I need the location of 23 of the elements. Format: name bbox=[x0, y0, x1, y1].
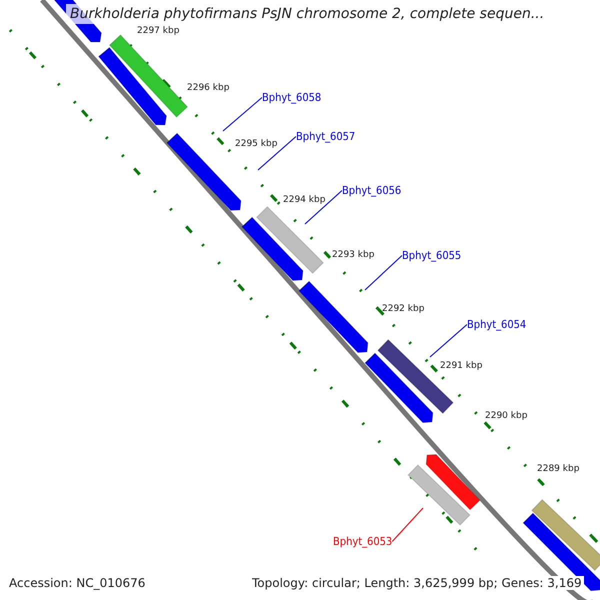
leader-line bbox=[430, 324, 468, 358]
scale-label: 2289 kbp bbox=[537, 464, 580, 474]
topology-text: Topology: circular; Length: 3,625,999 bp; Genes: 3,169 bbox=[250, 576, 584, 590]
gene-label: Bphyt_6053 bbox=[333, 535, 392, 548]
gene-label: Bphyt_6058 bbox=[262, 91, 322, 104]
leader-line bbox=[258, 136, 296, 170]
scale-label: 2294 kbp bbox=[283, 195, 326, 205]
leader-line bbox=[392, 508, 424, 542]
leader-line bbox=[304, 190, 342, 224]
scale-label: 2291 kbp bbox=[440, 361, 482, 371]
gene-label: Bphyt_6056 bbox=[342, 184, 402, 197]
scale-label: 2292 kbp bbox=[382, 304, 424, 314]
scale-label: 2297 kbp bbox=[137, 26, 180, 36]
gene-label: Bphyt_6057 bbox=[296, 130, 356, 143]
gene-label: Bphyt_6055 bbox=[402, 249, 462, 262]
accession-text: Accession: NC_010676 bbox=[7, 576, 148, 590]
scale-label: 2293 kbp bbox=[332, 250, 374, 260]
scale-label: 2290 kbp bbox=[485, 411, 528, 421]
scale-label: 2295 kbp bbox=[235, 139, 278, 149]
gene-label: Bphyt_6054 bbox=[467, 318, 526, 331]
scale-label: 2296 kbp bbox=[187, 83, 230, 93]
leader-line bbox=[364, 255, 402, 290]
leader-line bbox=[222, 97, 262, 132]
